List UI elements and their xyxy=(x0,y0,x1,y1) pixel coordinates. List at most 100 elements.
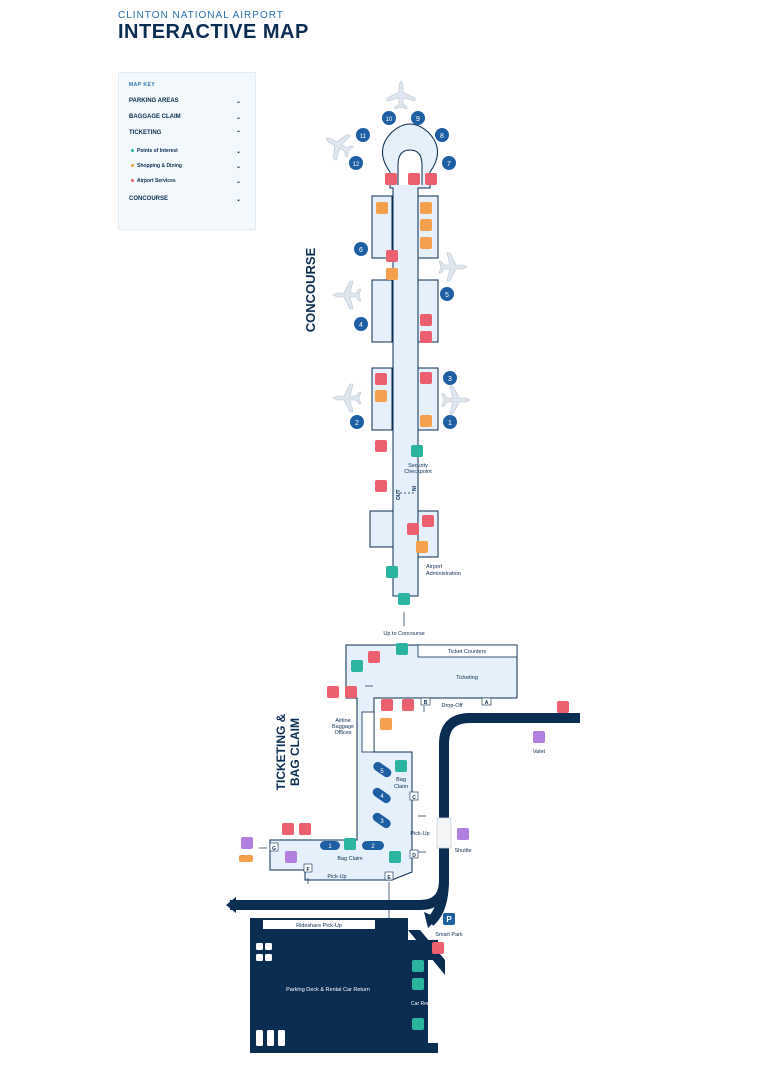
food-icon[interactable] xyxy=(375,390,387,402)
gate-markers[interactable]: 1 2 3 4 5 6 7 8 9 10 11 12 xyxy=(349,111,457,429)
orange-dot-icon xyxy=(131,164,134,168)
key-baggage-claim[interactable]: BAGGAGE CLAIM⌄ xyxy=(129,114,241,128)
door-d: D xyxy=(412,853,416,859)
shop-icon[interactable] xyxy=(386,268,398,280)
red-dot-icon xyxy=(131,179,134,183)
info-icon[interactable] xyxy=(402,699,414,711)
coffee-icon[interactable] xyxy=(380,718,392,730)
carousel-3[interactable]: 3 xyxy=(371,811,393,830)
food-icon[interactable] xyxy=(420,219,432,231)
gate-number: 2 xyxy=(355,420,359,427)
carousel-2[interactable]: 2 xyxy=(362,841,384,850)
smart-park-icon[interactable] xyxy=(443,913,455,925)
gate-number: 8 xyxy=(440,133,444,140)
baggage-icon[interactable] xyxy=(395,760,407,772)
atm-icon[interactable] xyxy=(557,701,569,713)
restroom-icon[interactable] xyxy=(408,173,420,185)
gate-10[interactable]: 10 xyxy=(382,111,396,125)
restroom-icon[interactable] xyxy=(432,942,444,954)
info-icon[interactable] xyxy=(381,699,393,711)
gate-6[interactable]: 6 xyxy=(354,242,368,256)
gate-number: 5 xyxy=(445,292,449,299)
restroom-icon[interactable] xyxy=(420,314,432,326)
shop-icon[interactable] xyxy=(420,415,432,427)
family-icon[interactable] xyxy=(282,823,294,835)
map-key-title: MAP KEY xyxy=(129,82,156,88)
taxi-icon[interactable] xyxy=(239,855,253,862)
restroom-icon[interactable] xyxy=(385,173,397,185)
gate-5[interactable]: 5 xyxy=(440,287,454,301)
gate-4[interactable]: 4 xyxy=(354,317,368,331)
plane-icon xyxy=(438,252,468,282)
key-points-of-interest[interactable]: Points of Interest⌄ xyxy=(131,148,241,160)
concourse-amenities[interactable] xyxy=(375,173,437,605)
escalator-icon[interactable] xyxy=(412,978,424,990)
family-icon[interactable] xyxy=(375,480,387,492)
door-a: A xyxy=(485,700,489,706)
food-icon[interactable] xyxy=(376,202,388,214)
baggage-icon[interactable] xyxy=(344,838,356,850)
gate-3[interactable]: 3 xyxy=(443,371,457,385)
restroom-icon[interactable] xyxy=(375,373,387,385)
elevator-icon[interactable] xyxy=(386,566,398,578)
info-icon[interactable] xyxy=(375,440,387,452)
shuttle-icon[interactable] xyxy=(457,828,469,840)
escalator-icon[interactable] xyxy=(412,1018,424,1030)
security-icon[interactable] xyxy=(411,445,423,457)
atm-icon[interactable] xyxy=(420,331,432,343)
map-key-panel: MAP KEY PARKING AREAS⌄ BAGGAGE CLAIM⌄ TI… xyxy=(118,72,256,230)
key-ticketing[interactable]: TICKETING⌃ xyxy=(129,130,241,144)
airline-baggage-label: Offices xyxy=(334,730,351,736)
gate-2[interactable]: 2 xyxy=(350,415,364,429)
info-icon[interactable] xyxy=(407,523,419,535)
carousel-number: 2 xyxy=(371,844,375,850)
rental-car-icon[interactable] xyxy=(285,851,297,863)
rideshare-label: Rideshare Pick-Up xyxy=(296,923,342,929)
gate-11[interactable]: 11 xyxy=(356,128,370,142)
gate-number: 9 xyxy=(416,116,420,123)
shop-icon[interactable] xyxy=(416,541,428,553)
key-concourse[interactable]: CONCOURSE⌄ xyxy=(129,196,241,210)
key-airport-services[interactable]: Airport Services⌄ xyxy=(131,178,241,190)
carousel-1[interactable]: 1 xyxy=(320,841,340,850)
escalator-icon[interactable] xyxy=(389,851,401,863)
key-item-label: BAGGAGE CLAIM xyxy=(129,114,181,120)
carousel-5[interactable]: 5 xyxy=(372,760,394,779)
bag-claim-label: Claim xyxy=(394,784,408,790)
car-icon xyxy=(267,1030,274,1046)
admin-label: Administration xyxy=(426,571,461,577)
elevator-icon[interactable] xyxy=(351,660,363,672)
gate-7[interactable]: 7 xyxy=(442,156,456,170)
drink-icon[interactable] xyxy=(420,237,432,249)
restroom-icon[interactable] xyxy=(299,823,311,835)
restroom-icon[interactable] xyxy=(368,651,380,663)
gate-9[interactable]: 9 xyxy=(411,111,425,125)
gate-8[interactable]: 8 xyxy=(435,128,449,142)
page-title: INTERACTIVE MAP xyxy=(118,21,309,43)
atm-icon[interactable] xyxy=(425,173,437,185)
car-icon xyxy=(256,1030,263,1046)
elevator-icon[interactable] xyxy=(412,960,424,972)
escalator-icon[interactable] xyxy=(398,593,410,605)
gate-1[interactable]: 1 xyxy=(443,415,457,429)
terminal-amenities[interactable] xyxy=(239,643,569,925)
family-icon[interactable] xyxy=(327,686,339,698)
carousels[interactable]: 1 2 3 4 5 xyxy=(320,760,393,850)
key-shopping-dining[interactable]: Shopping & Dining⌄ xyxy=(131,163,241,175)
key-item-label: CONCOURSE xyxy=(129,196,169,202)
admin-label: Airport xyxy=(426,564,443,570)
restroom-icon[interactable] xyxy=(422,515,434,527)
carousel-4[interactable]: 4 xyxy=(371,786,393,805)
door-e: E xyxy=(387,875,391,881)
escalator-icon[interactable] xyxy=(396,643,408,655)
key-parking-areas[interactable]: PARKING AREAS⌄ xyxy=(129,98,241,112)
valet-icon[interactable] xyxy=(533,731,545,743)
shop-icon[interactable] xyxy=(420,202,432,214)
info-icon[interactable] xyxy=(386,250,398,262)
ground-transport-icon[interactable] xyxy=(241,837,253,849)
car-icon xyxy=(265,954,272,961)
gate-12[interactable]: 12 xyxy=(349,156,363,170)
family-icon[interactable] xyxy=(420,372,432,384)
atm-icon[interactable] xyxy=(345,686,357,698)
